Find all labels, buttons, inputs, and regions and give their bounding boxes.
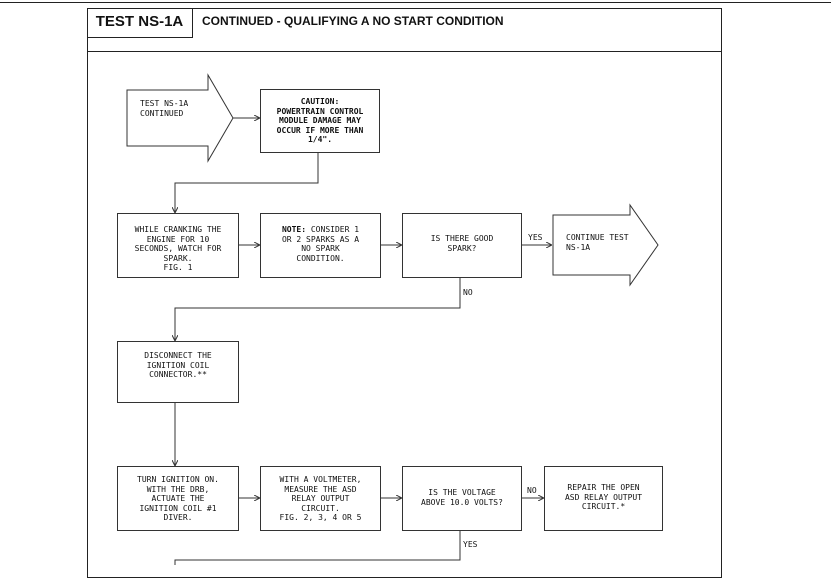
- start-pointer-text: TEST NS-1A CONTINUED: [140, 99, 189, 118]
- arrow-caution-to-cranking: [175, 153, 319, 212]
- repair-box: REPAIR THE OPEN ASD RELAY OUTPUT CIRCUIT…: [544, 466, 663, 531]
- note-text: CONSIDER 1 OR 2 SPARKS AS A NO SPARK CON…: [281, 225, 360, 263]
- voltmeter-box: WITH A VOLTMETER, MEASURE THE ASD RELAY …: [260, 466, 381, 531]
- test-id-label: TEST NS-1A: [87, 8, 193, 38]
- voltage-question-box: IS THE VOLTAGE ABOVE 10.0 VOLTS?: [402, 466, 522, 531]
- start-pointer-shape: [126, 73, 234, 163]
- cranking-box: WHILE CRANKING THE ENGINE FOR 10 SECONDS…: [117, 213, 239, 278]
- flow-connectors: [126, 73, 659, 565]
- yes-label-voltage: YES: [463, 540, 478, 549]
- caution-box: CAUTION: POWERTRAIN CONTROL MODULE DAMAG…: [260, 89, 380, 153]
- continue-pointer-text: CONTINUE TEST NS-1A: [566, 233, 629, 252]
- page-top-rule: [0, 2, 831, 3]
- arrow-no-to-disconnect: [175, 278, 461, 340]
- note-box: NOTE: CONSIDER 1 OR 2 SPARKS AS A NO SPA…: [260, 213, 381, 278]
- turn-ignition-box: TURN IGNITION ON. WITH THE DRB, ACTUATE …: [117, 466, 239, 531]
- continue-pointer-shape: [552, 203, 659, 287]
- arrow-yes-down: [174, 531, 461, 565]
- spark-question-box: IS THERE GOOD SPARK?: [402, 213, 522, 278]
- header-row: [87, 8, 722, 52]
- yes-label-spark: YES: [528, 233, 543, 242]
- no-label-voltage: NO: [527, 486, 537, 495]
- note-label: NOTE:: [281, 225, 307, 234]
- header-title: CONTINUED - QUALIFYING A NO START CONDIT…: [202, 14, 504, 28]
- no-label-spark: NO: [463, 288, 473, 297]
- disconnect-box: DISCONNECT THE IGNITION COIL CONNECTOR.*…: [117, 341, 239, 403]
